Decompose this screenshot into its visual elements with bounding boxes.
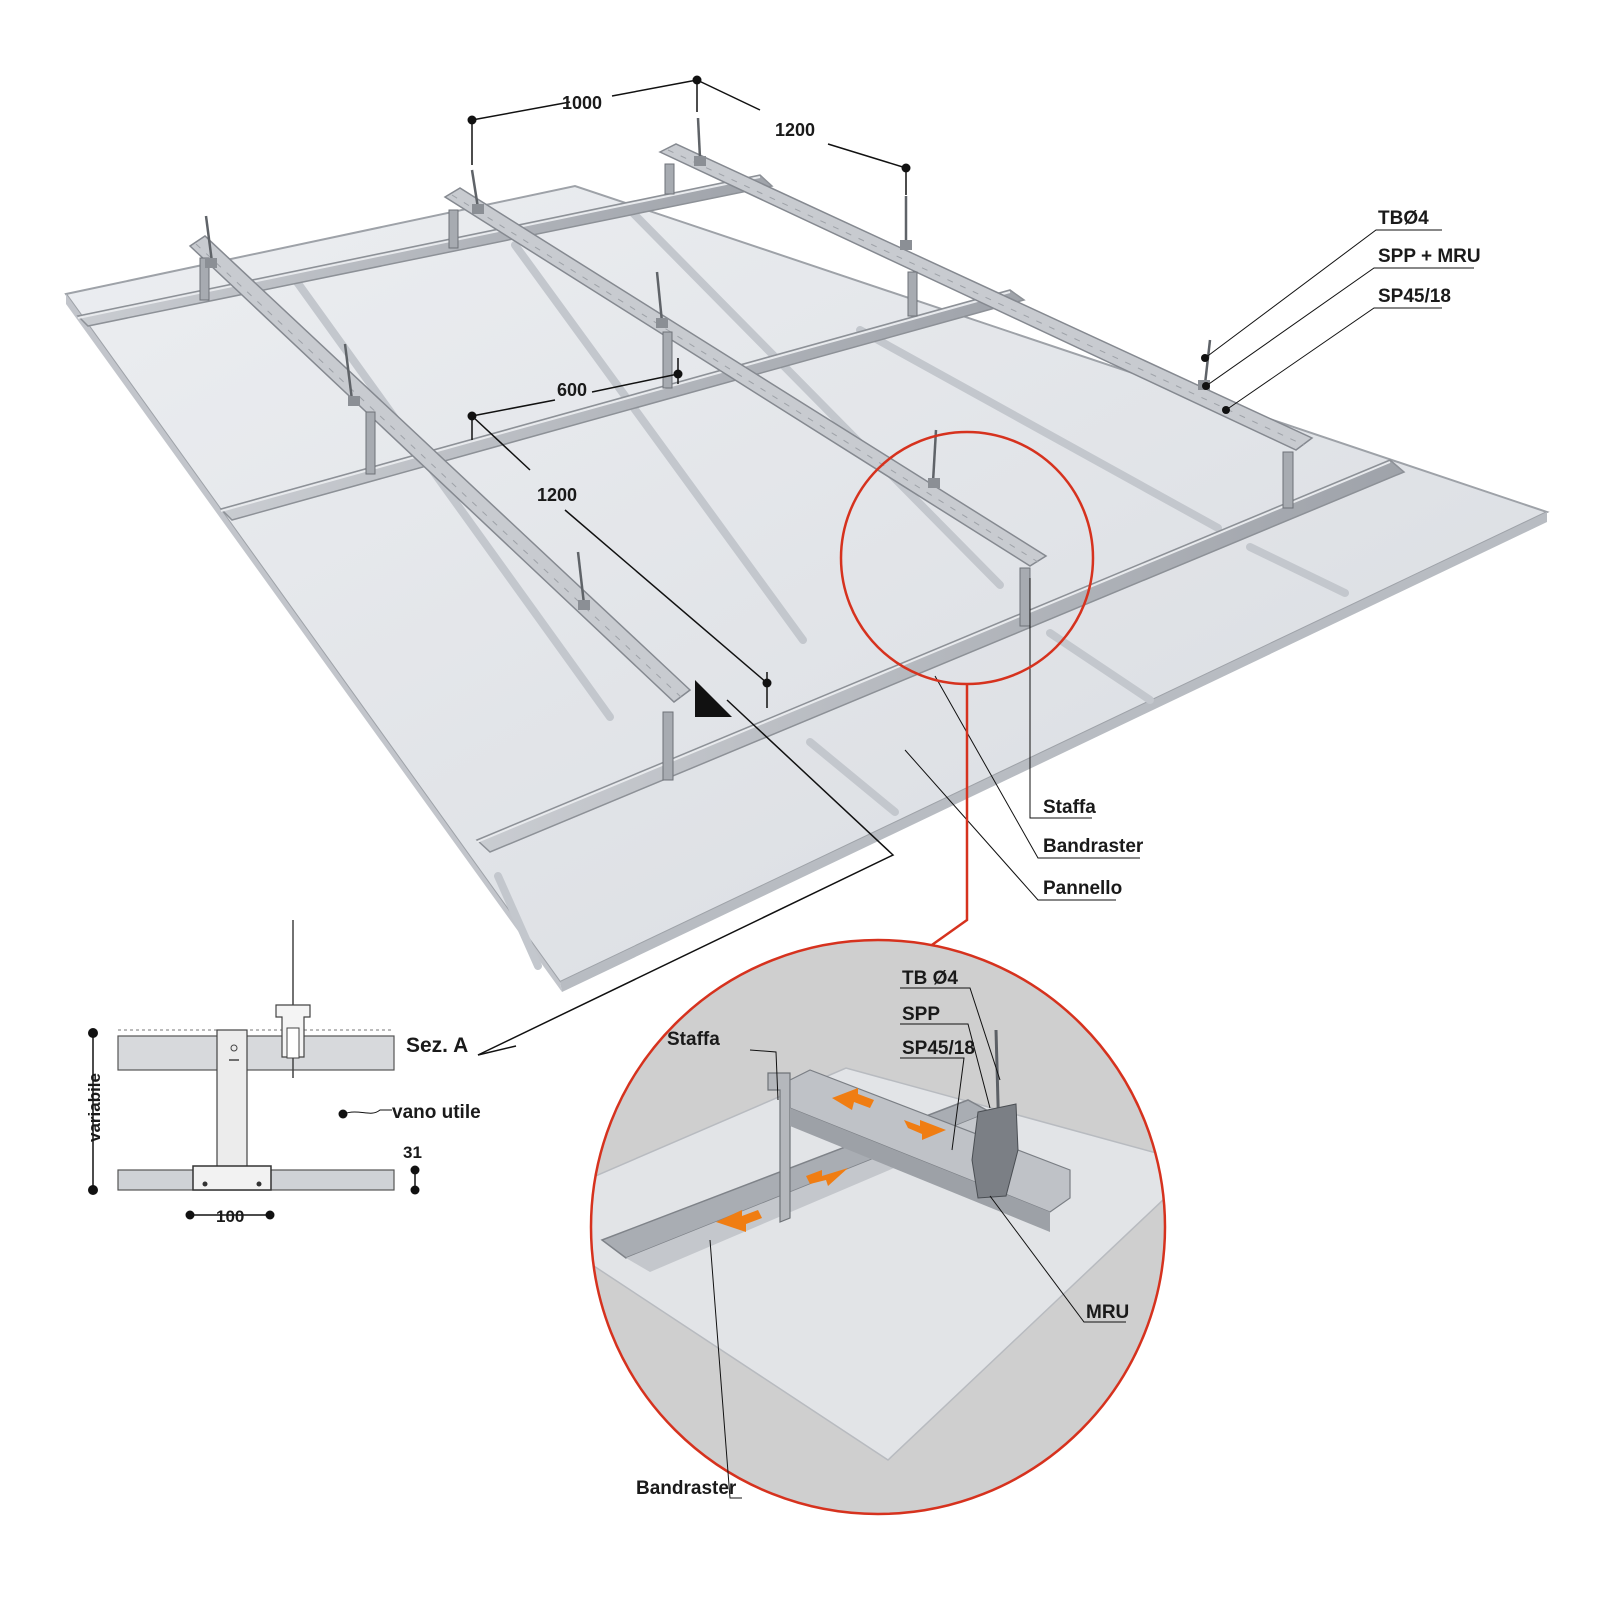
- carrier-channels: [188, 143, 1314, 703]
- staffa: [365, 411, 376, 475]
- staffa: [662, 711, 674, 781]
- dim-100: 100: [216, 1207, 244, 1226]
- label-spp-mru: SPP + MRU: [1378, 246, 1481, 267]
- label-staffa: Staffa: [1043, 797, 1096, 818]
- detail-label-bandraster: Bandraster: [636, 1478, 737, 1499]
- dim-31: 31: [403, 1143, 422, 1162]
- dim-1200-top: 1200: [775, 120, 815, 140]
- dimension-lines: [471, 79, 907, 708]
- section-marker: [695, 680, 732, 717]
- sp45-channel: [188, 235, 692, 703]
- detail-arrows: [716, 1088, 946, 1232]
- staffa: [907, 271, 918, 317]
- label-bandraster: Bandraster: [1043, 836, 1144, 857]
- detail-circle-outline: [589, 938, 1167, 1516]
- section-a: [88, 920, 420, 1220]
- dim-1000: 1000: [562, 93, 602, 113]
- section-title: Sez. A: [406, 1034, 468, 1057]
- staffa-section: [216, 1029, 248, 1181]
- staffa: [664, 163, 675, 195]
- detail-label-spp: SPP: [902, 1004, 940, 1025]
- bandraster-rail: [475, 459, 1406, 853]
- detail-label-staffa: Staffa: [667, 1029, 720, 1050]
- highlight-connector: [921, 684, 969, 954]
- label-vano-utile: vano utile: [392, 1102, 481, 1123]
- dim-600: 600: [557, 380, 587, 400]
- detail-spp-clip: [971, 1103, 1019, 1199]
- sp45-section: [117, 1035, 395, 1071]
- callout-leaders: [904, 229, 1474, 901]
- detail-leaders: [709, 987, 1126, 1499]
- dim-variabile: variabile: [85, 1073, 104, 1142]
- hanger-rods: [204, 117, 1212, 605]
- label-pannello: Pannello: [1043, 878, 1122, 899]
- label-tb04: TBØ4: [1378, 208, 1429, 229]
- dim-1200-mid: 1200: [537, 485, 577, 505]
- detail-label-tb04: TB Ø4: [902, 968, 958, 989]
- detail-label-sp4518: SP45/18: [902, 1038, 975, 1059]
- staffa: [448, 209, 459, 249]
- staffa: [1019, 567, 1031, 627]
- sp45-channel: [443, 187, 1048, 567]
- panel-seams: [293, 206, 1349, 970]
- detail-view: [589, 938, 1167, 1516]
- label-sp4518: SP45/18: [1378, 286, 1451, 307]
- detail-label-mru: MRU: [1086, 1302, 1129, 1323]
- detail-staffa: [767, 1072, 791, 1223]
- staffa: [1282, 451, 1294, 509]
- staffa: [199, 257, 210, 301]
- ceiling-isometric: [64, 117, 1550, 992]
- section-leader: [477, 699, 895, 1056]
- staffa: [662, 331, 673, 389]
- dimension-dots: [467, 75, 911, 688]
- staffa-brackets: [199, 163, 1294, 781]
